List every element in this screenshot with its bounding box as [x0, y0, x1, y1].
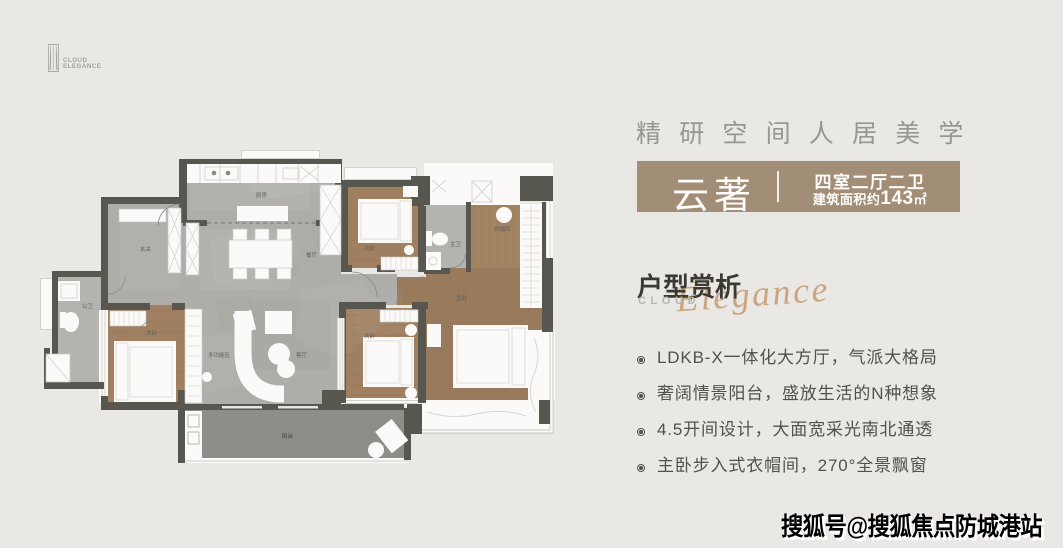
svg-text:玄关: 玄关 — [140, 245, 152, 253]
svg-text:次卧: 次卧 — [146, 329, 158, 337]
svg-text:厨房: 厨房 — [256, 191, 268, 199]
svg-text:主卧: 主卧 — [456, 294, 468, 302]
svg-text:次卧: 次卧 — [364, 332, 376, 340]
svg-text:阳台: 阳台 — [282, 432, 294, 440]
svg-text:多功能区: 多功能区 — [208, 351, 231, 359]
svg-text:主卫: 主卫 — [450, 240, 462, 248]
svg-text:客厅: 客厅 — [296, 351, 308, 359]
svg-text:衣帽间: 衣帽间 — [494, 225, 511, 233]
svg-text:餐厅: 餐厅 — [306, 251, 318, 259]
svg-text:次卧: 次卧 — [364, 244, 376, 252]
svg-text:公卫: 公卫 — [82, 303, 94, 310]
